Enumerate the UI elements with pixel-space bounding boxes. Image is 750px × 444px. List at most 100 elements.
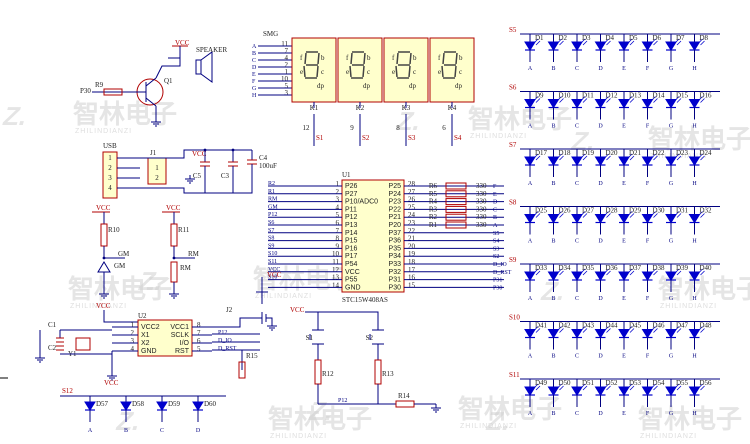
mcu-left-net: S11 <box>268 259 277 265</box>
seg-pin-num: 3 <box>285 89 289 97</box>
seg-letter: e <box>392 68 395 76</box>
led-triangle <box>156 401 168 411</box>
watermark-sub: ZHILINDIANZI <box>75 128 132 135</box>
led-triangle <box>547 156 560 166</box>
seg-select: S2 <box>362 134 370 142</box>
led-arrow <box>533 38 539 44</box>
key-vcc-wire <box>318 311 379 326</box>
led-triangle <box>547 99 560 109</box>
c1-label: C1 <box>48 321 57 329</box>
led-triangle <box>618 329 630 339</box>
led-label: D40 <box>700 264 713 272</box>
seg-stroke <box>304 52 307 65</box>
led-label: D13 <box>629 92 642 100</box>
r11-label: R11 <box>178 226 190 234</box>
mcu-res-label: R2 <box>429 213 438 221</box>
seg-pin-num: 11 <box>281 40 288 48</box>
mcu-right-net: D <box>493 200 498 206</box>
seg-digit-num: 8 <box>396 124 400 132</box>
led-arrow <box>676 155 682 161</box>
led-arrow <box>698 211 703 216</box>
led-letter: B <box>551 124 555 130</box>
phototransistor <box>97 261 111 273</box>
speaker-wire <box>168 46 181 59</box>
seg-pin-label: F <box>252 79 256 85</box>
seg-pin-label: A <box>252 44 257 50</box>
led-label: D22 <box>653 149 666 157</box>
led-letter: A <box>528 239 533 245</box>
led-triangle <box>524 386 536 396</box>
seg-pin-label: D <box>252 65 257 71</box>
led-arrow <box>651 38 656 44</box>
c2-label: C2 <box>48 344 57 352</box>
led-arrow <box>629 328 635 333</box>
mcu-right-net: S2 <box>493 254 499 260</box>
bottom-led-label: D60 <box>204 400 217 408</box>
transistor-emitter <box>145 97 157 107</box>
mcu-pin-num: 28 <box>408 180 416 188</box>
led-letter: G <box>669 411 674 417</box>
led-arrow <box>557 96 562 101</box>
led-arrow <box>627 153 633 159</box>
mcu-resistor <box>445 182 467 190</box>
led-arrow <box>651 268 656 274</box>
led-label: D37 <box>629 264 642 272</box>
led-letter: D <box>598 296 603 302</box>
led-arrow <box>676 40 682 46</box>
rtc-batt-wire <box>212 317 262 328</box>
r12-resistor <box>314 359 322 385</box>
mcu-pin-right: P31 <box>389 277 402 284</box>
seg-dp: dp <box>409 82 417 90</box>
speaker-wire <box>155 58 181 79</box>
led-letter: G <box>669 66 674 72</box>
key-vcc-wire <box>305 311 319 326</box>
mcu-left-net: S6 <box>268 220 274 226</box>
led-label: D31 <box>676 207 689 215</box>
led-triangle <box>641 156 654 166</box>
mcu-pin-right: P35 <box>389 245 402 252</box>
led-arrow <box>651 326 656 331</box>
led-triangle <box>594 214 607 224</box>
led-arrow <box>533 211 539 216</box>
led-letter: D <box>598 239 603 245</box>
watermark-text: 智林电子 <box>468 104 572 134</box>
mcu-pin-num: 18 <box>408 258 416 266</box>
led-label: D23 <box>676 149 689 157</box>
r14-label: R14 <box>398 392 410 400</box>
seg-letter: c <box>459 68 462 76</box>
rtc-pin-left: VCC2 <box>141 324 160 331</box>
led-label: D46 <box>653 322 666 330</box>
led-triangle <box>688 386 701 396</box>
mcu-pin-left: P17 <box>345 253 358 260</box>
led-arrow <box>676 328 682 333</box>
led-triangle <box>120 401 132 411</box>
q1-label: Q1 <box>164 77 173 85</box>
seg-letter: b <box>321 54 325 62</box>
watermark-text: 智林电子 <box>658 274 750 304</box>
led-triangle <box>524 271 536 281</box>
mcu-right-net: S3 <box>493 246 499 252</box>
led-letter: E <box>622 296 626 302</box>
bottom-led-letter: A <box>88 428 93 434</box>
rtc-batt-wire <box>266 317 273 322</box>
led-triangle <box>524 41 536 51</box>
led-triangle <box>641 386 654 396</box>
led-label: D1 <box>535 34 544 42</box>
mcu-left-net: S9 <box>268 243 274 249</box>
led-letter: H <box>692 411 697 417</box>
rtc-pin-num: 8 <box>197 321 201 329</box>
u1-label: U1 <box>342 171 351 179</box>
led-arrow <box>557 268 562 274</box>
led-label: D15 <box>676 92 689 100</box>
watermark-sub: ZHILINDIANZI <box>270 433 327 440</box>
led-D56 <box>688 383 705 396</box>
bottom-led-3 <box>192 401 204 411</box>
mcu-pin-right: P30 <box>389 284 402 291</box>
mcu-left-net: S10 <box>268 275 277 281</box>
led-letter: C <box>575 124 579 130</box>
seg-dp: dp <box>363 82 371 90</box>
led-arrow <box>606 40 611 46</box>
seg-letter: e <box>438 68 441 76</box>
led-arrow <box>653 270 658 276</box>
